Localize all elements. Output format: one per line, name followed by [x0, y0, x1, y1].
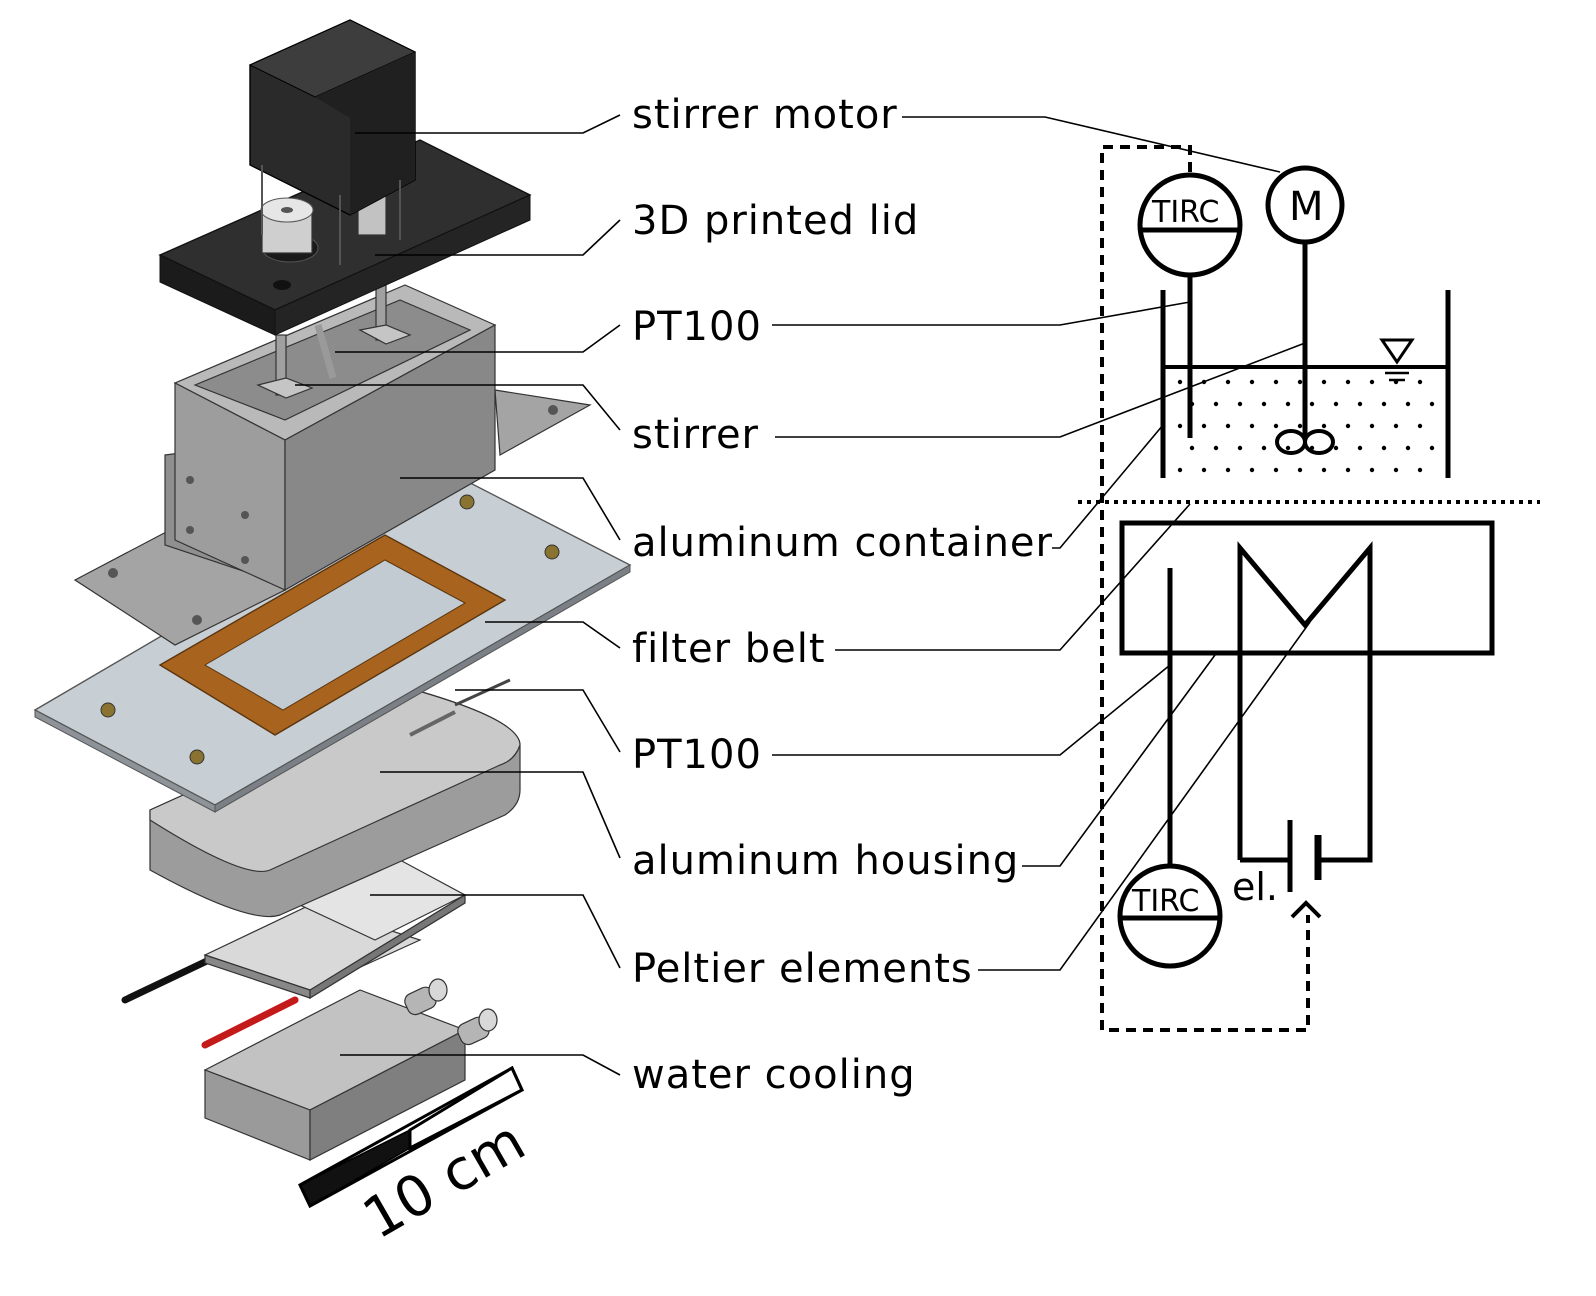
- suspension-dot: [1321, 423, 1327, 429]
- heat-exchanger-box: [1119, 520, 1495, 656]
- red-wire: [201, 996, 299, 1049]
- suspension-dot: [1309, 445, 1315, 451]
- suspension-dot: [1381, 401, 1387, 407]
- label-aluminum-housing: aluminum housing: [632, 838, 1019, 884]
- label-stirrer: stirrer: [632, 412, 759, 458]
- suspension-dot: [1237, 401, 1243, 407]
- suspension-dot: [1201, 467, 1207, 473]
- suspension-dot: [1285, 401, 1291, 407]
- suspension-dot: [1249, 379, 1255, 385]
- suspension-dot: [1321, 379, 1327, 385]
- suspension-dot: [1321, 467, 1327, 473]
- suspension-dot: [1345, 467, 1351, 473]
- label-stirrer-motor: stirrer motor: [632, 92, 898, 138]
- suspension-dot: [1213, 401, 1219, 407]
- suspension-dot: [1249, 467, 1255, 473]
- suspension-dot: [1189, 401, 1195, 407]
- exploded-assembly: 10 cm: [33, 19, 632, 1252]
- suspension-dot: [1177, 379, 1183, 385]
- aluminum-container: [73, 284, 592, 646]
- electric-label: el.: [1232, 865, 1278, 909]
- label-pt100-top: PT100: [632, 304, 762, 350]
- suspension-dot: [1201, 379, 1207, 385]
- suspension-dot: [1393, 467, 1399, 473]
- suspension-dot: [1417, 467, 1423, 473]
- suspension-dot: [1225, 423, 1231, 429]
- suspension-dot: [1213, 445, 1219, 451]
- suspension-dot: [1357, 401, 1363, 407]
- suspension-dot: [1261, 401, 1267, 407]
- suspension-dot: [1405, 401, 1411, 407]
- peltier-symbol: [1237, 541, 1373, 863]
- suspension-dot: [1393, 423, 1399, 429]
- label-lid: 3D printed lid: [632, 198, 919, 244]
- suspension-dot: [1225, 467, 1231, 473]
- suspension-dot: [1369, 467, 1375, 473]
- suspension-dot: [1273, 423, 1279, 429]
- suspension-dot: [1393, 379, 1399, 385]
- suspension-dot: [1333, 445, 1339, 451]
- suspension-dot: [1249, 423, 1255, 429]
- suspension-dot: [1381, 445, 1387, 451]
- control-loop-dashed: [1100, 145, 1310, 1032]
- aluminum-housing: [149, 678, 521, 918]
- stirrer-shafts: [256, 284, 412, 399]
- control-arrow: [1290, 900, 1322, 919]
- suspension-dot: [1297, 379, 1303, 385]
- label-aluminum-container: aluminum container: [632, 520, 1053, 566]
- suspension-dot: [1369, 423, 1375, 429]
- suspension-dot: [1345, 423, 1351, 429]
- label-peltier-elements: Peltier elements: [632, 946, 973, 992]
- suspension-dot: [1177, 467, 1183, 473]
- scale-bar: 10 cm: [298, 1065, 536, 1252]
- leader-lines: [295, 114, 1311, 1076]
- motor-label: M: [1289, 184, 1324, 230]
- suspension-dot: [1429, 445, 1435, 451]
- suspension-dot: [1273, 379, 1279, 385]
- suspension-dot: [1333, 401, 1339, 407]
- suspension-dot: [1177, 423, 1183, 429]
- suspension-dot: [1225, 379, 1231, 385]
- suspension-dot: [1429, 401, 1435, 407]
- suspension-dot: [1201, 423, 1207, 429]
- suspension-dot: [1189, 445, 1195, 451]
- label-filter-belt: filter belt: [632, 626, 826, 672]
- suspension-dot: [1237, 445, 1243, 451]
- suspension-dot: [1273, 467, 1279, 473]
- tirc-bottom-label: TIRC: [1131, 884, 1199, 919]
- suspension-dot: [1297, 467, 1303, 473]
- suspension-dot: [1285, 445, 1291, 451]
- tirc-top-label: TIRC: [1151, 195, 1219, 230]
- suspension-dot: [1345, 379, 1351, 385]
- filter-belt-plate: [33, 469, 632, 813]
- suspension-dot: [1309, 401, 1315, 407]
- suspension-dot: [1405, 445, 1411, 451]
- suspension-dot: [1261, 445, 1267, 451]
- labels: stirrer motor 3D printed lid PT100 stirr…: [632, 92, 1053, 1098]
- label-pt100-bottom: PT100: [632, 732, 762, 778]
- label-water-cooling: water cooling: [632, 1052, 916, 1098]
- suspension-dot: [1417, 423, 1423, 429]
- vessel: [1160, 290, 1451, 478]
- suspension-dot: [1357, 445, 1363, 451]
- suspension-dot: [1369, 379, 1375, 385]
- suspension-dot: [1417, 379, 1423, 385]
- process-schematic: TIRC M el. TIRC: [1078, 145, 1540, 1032]
- water-cooling-block: [203, 978, 498, 1161]
- suspension-dot: [1297, 423, 1303, 429]
